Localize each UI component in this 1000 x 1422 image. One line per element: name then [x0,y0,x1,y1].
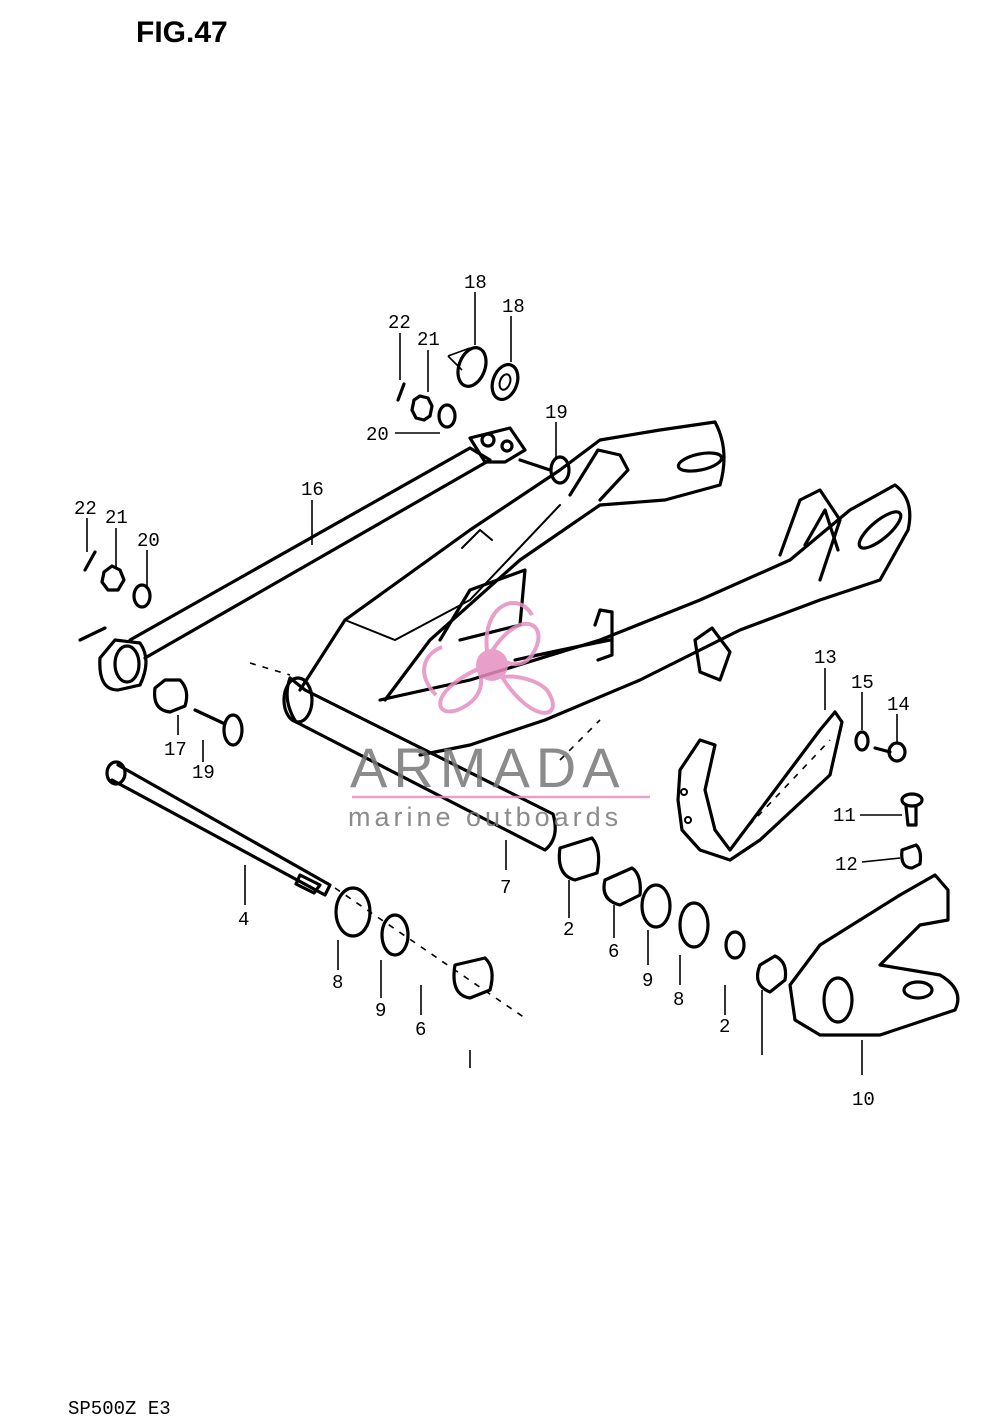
callout-12-spacer: 12 [835,854,858,876]
callout-20-washer-left: 20 [137,530,160,552]
pivot-shaft [105,760,526,1019]
swing-arm [249,420,912,852]
callout-2-bearing: 2 [563,919,574,941]
callout-8-washer: 8 [673,989,684,1011]
callout-18-washer-outer: 18 [502,296,525,318]
callout-22-cotter-pin: 22 [388,312,411,334]
callout-16-torque-rod: 16 [301,479,324,501]
parts-drawing [78,346,960,1037]
callout-7-tube: 7 [500,877,511,899]
watermark-name: ARMADA [350,736,626,799]
bearings-spacers [334,836,788,1000]
callout-20-washer: 20 [366,424,389,446]
callout-17-bush: 17 [164,739,187,761]
callout-15-washer: 15 [851,672,874,694]
bush-and-bolt [152,678,244,747]
callout-6-spacer-left: 6 [415,1019,426,1041]
callout-21-nut-left: 21 [105,507,128,529]
callout-11-bolt: 11 [833,805,856,827]
callout-19-bolt: 19 [545,402,568,424]
torque-rod [78,426,527,692]
rod-top-hardware [396,346,571,485]
callout-18-washer: 18 [464,272,487,294]
watermark-tagline: marine outboards [348,802,622,832]
chain-guard [676,710,844,862]
watermark: ARMADA marine outboards [348,601,650,832]
callout-4-pivot-shaft: 4 [238,909,249,931]
callout-13-chain-guard: 13 [814,647,837,669]
callout-9-seal-left: 9 [375,1000,386,1022]
figure-title: FIG.47 [136,16,228,49]
callout-8-washer-left: 8 [332,972,343,994]
callout-9-seal: 9 [642,970,653,992]
guard-hardware [854,730,924,870]
figure-code: SP500Z E3 [68,1398,171,1420]
callout-19-bolt-lower: 19 [192,762,215,784]
callout-21-nut: 21 [417,329,440,351]
callout-6-spacer: 6 [608,941,619,963]
propeller-icon [422,601,555,715]
callout-labels: 18 18 22 21 20 19 16 22 21 20 17 19 13 1… [74,272,910,1111]
callout-2-bearing-right: 2 [719,1016,730,1038]
leader-lines [86,292,902,1075]
cushion-lever [788,873,960,1037]
callout-22-cotter-pin-left: 22 [74,498,97,520]
callout-10-cushion-lever: 10 [852,1089,875,1111]
callout-14-bolt: 14 [887,694,910,716]
rod-left-hardware [83,550,152,609]
